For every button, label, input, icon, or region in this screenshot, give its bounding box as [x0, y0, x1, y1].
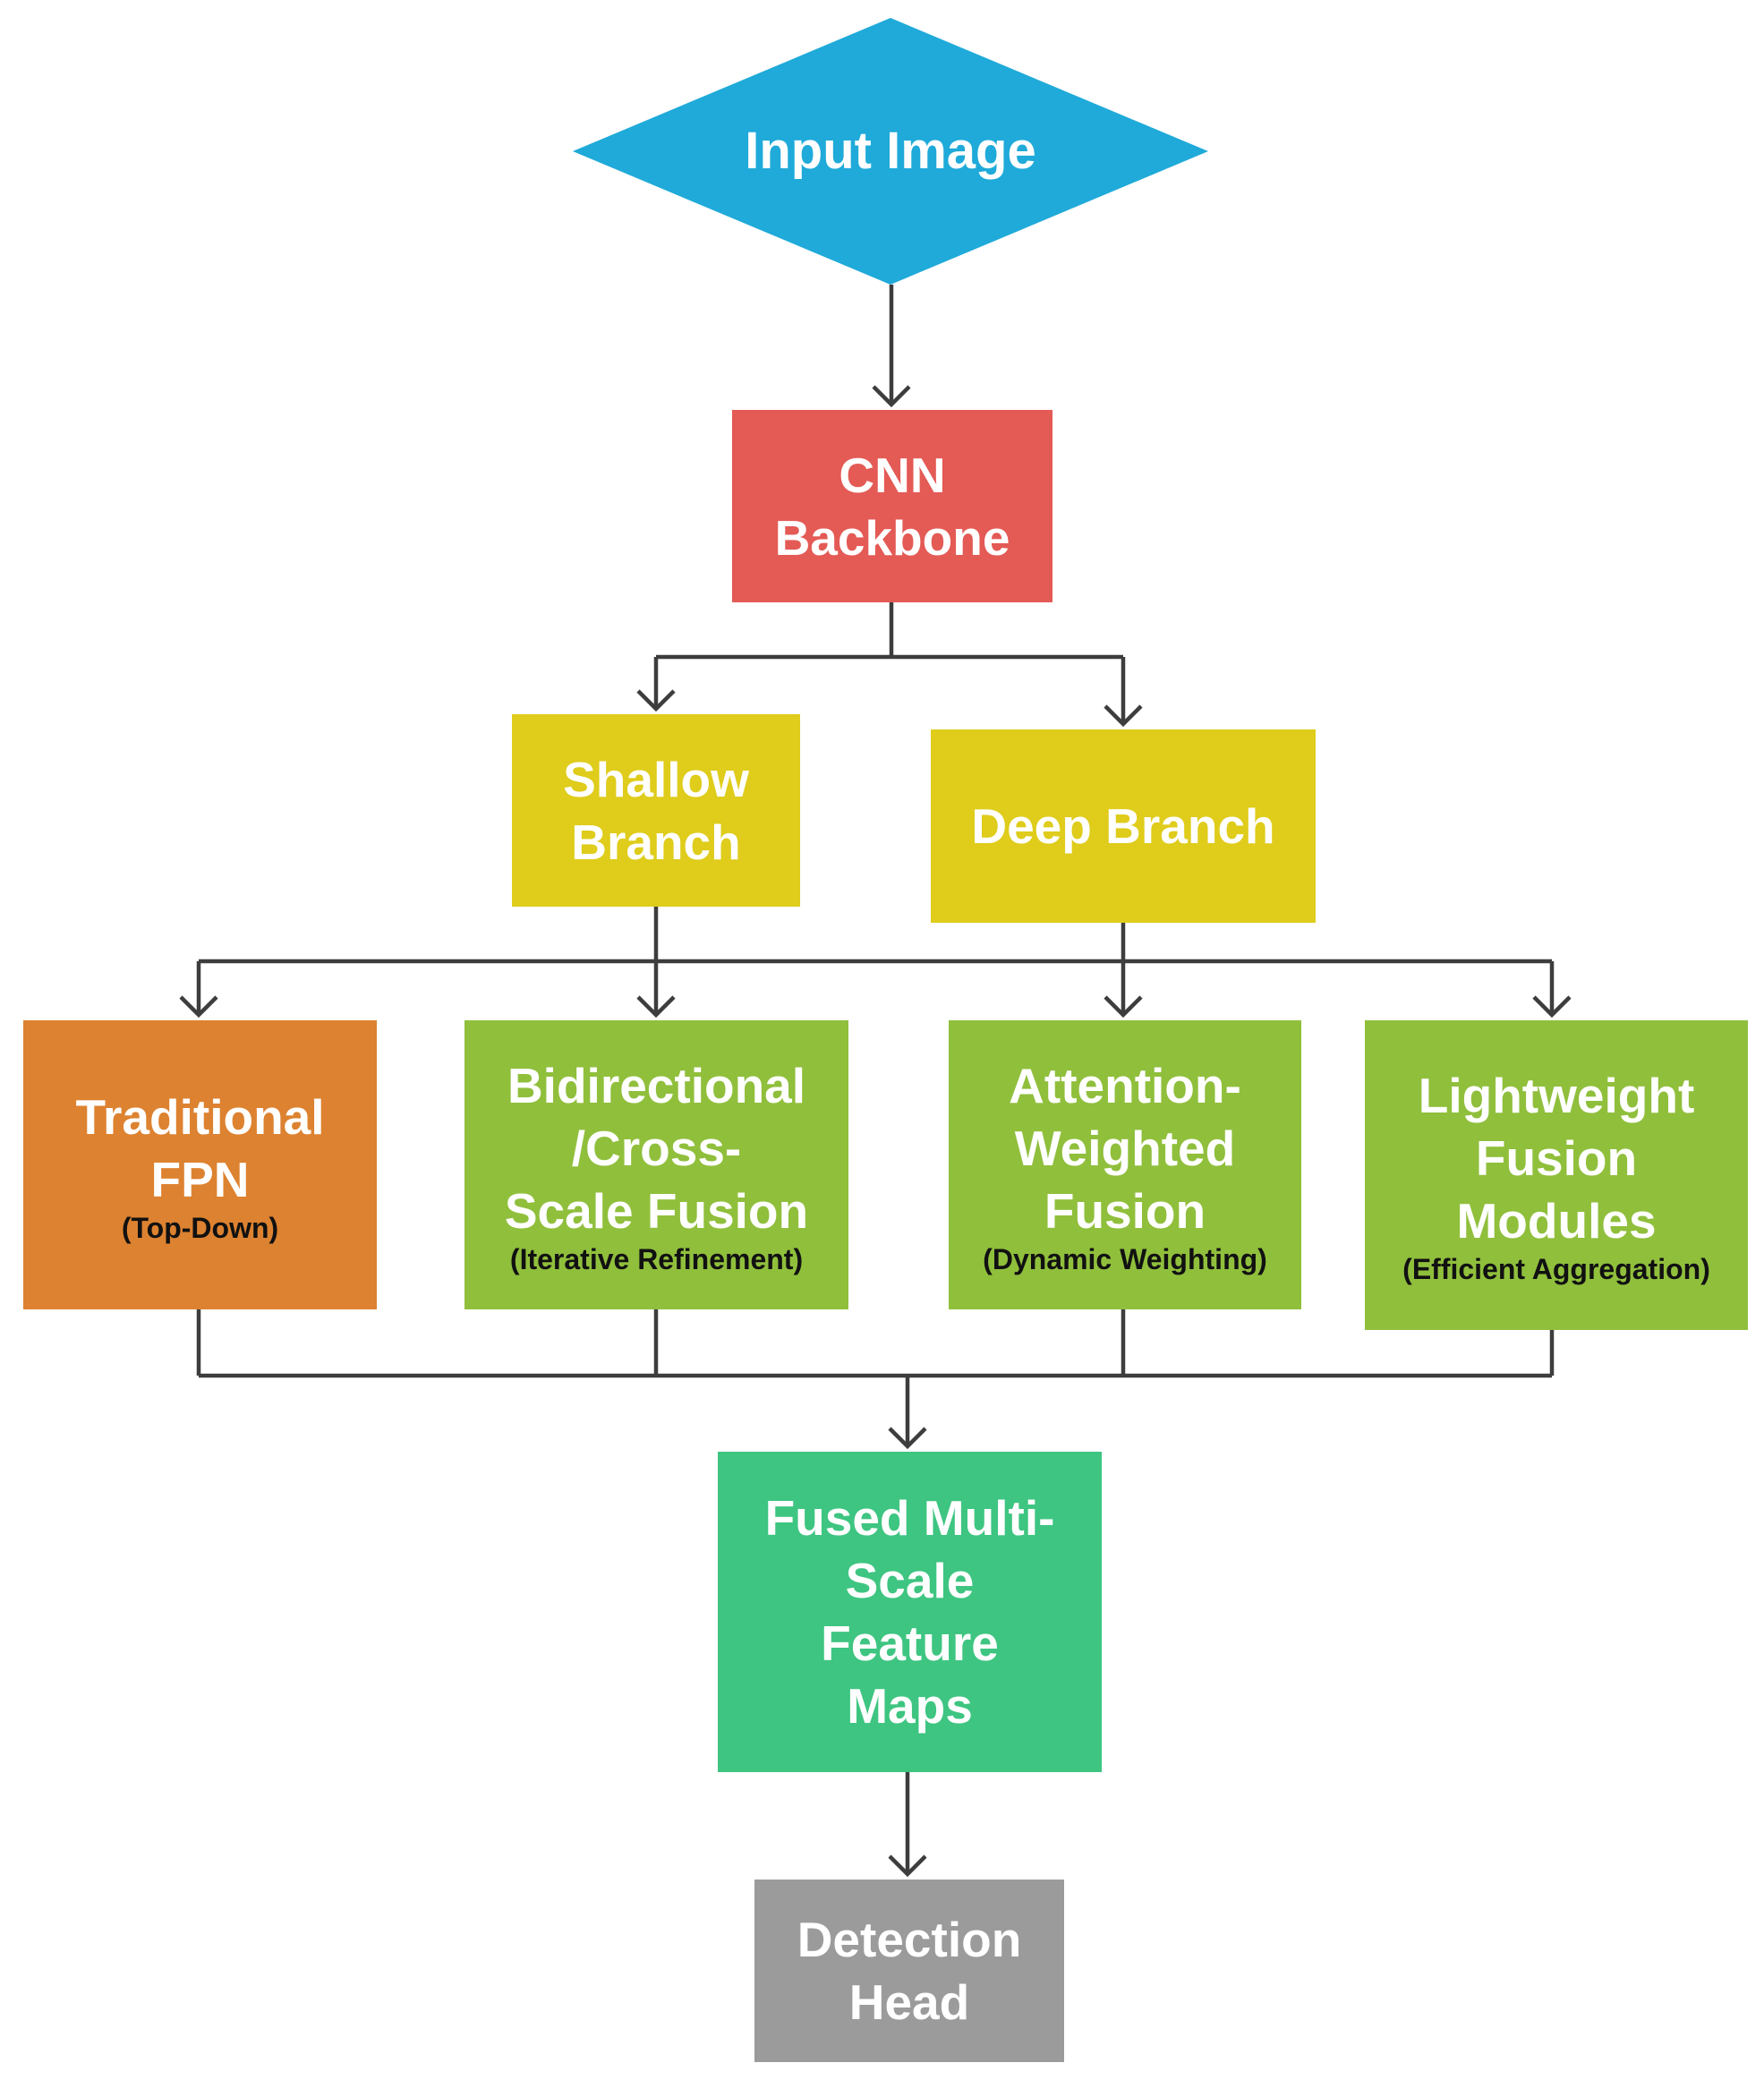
- cnn-backbone-line-1: CNN: [839, 447, 946, 503]
- input-image-label: Input Image: [745, 122, 1036, 180]
- lightweight-fusion-line-1: Lightweight: [1418, 1068, 1695, 1123]
- shallow-branch-line-2: Branch: [571, 814, 741, 870]
- deep-branch-label: Deep Branch: [971, 798, 1275, 854]
- input-image-node: Input Image: [573, 18, 1208, 285]
- traditional-fpn-note: (Top-Down): [121, 1211, 279, 1244]
- edge-branches-fusion: [196, 907, 1555, 1015]
- fused-maps-line-1: Fused Multi-: [764, 1490, 1055, 1546]
- traditional-fpn-line-1: Traditional: [75, 1088, 325, 1145]
- deep-branch-node: Deep Branch: [931, 729, 1316, 923]
- shallow-branch-node: Shallow Branch: [512, 714, 800, 907]
- detection-head-node: Detection Head: [754, 1880, 1064, 2062]
- lightweight-fusion-note: (Efficient Aggregation): [1402, 1253, 1710, 1285]
- diamond-shape: [573, 18, 1208, 285]
- attention-fusion-line-2: Weighted: [1014, 1120, 1236, 1176]
- arrowhead-bidir: [636, 995, 676, 1019]
- attention-fusion-line-3: Fusion: [1044, 1182, 1206, 1239]
- lightweight-fusion-node: Lightweight Fusion Modules (Efficient Ag…: [1365, 1020, 1748, 1330]
- lightweight-fusion-line-2: Fusion: [1475, 1130, 1638, 1186]
- traditional-fpn-line-2: FPN: [150, 1151, 250, 1207]
- cnn-backbone-line-2: Backbone: [774, 509, 1010, 566]
- fused-maps-line-3: Feature: [821, 1615, 999, 1671]
- bidirectional-fusion-line-2: /Cross-: [571, 1120, 742, 1176]
- edge-fusion-merge: [196, 1309, 1555, 1446]
- arrowhead-head: [888, 1854, 927, 1878]
- arrowhead-deep: [1104, 704, 1143, 728]
- arrowhead-light: [1532, 995, 1572, 1019]
- lightweight-fusion-line-3: Modules: [1456, 1193, 1657, 1249]
- arrowhead-cnn: [872, 385, 911, 408]
- traditional-fpn-node: Traditional FPN (Top-Down): [23, 1020, 377, 1309]
- fused-maps-line-2: Scale: [845, 1553, 975, 1608]
- bidirectional-fusion-line-1: Bidirectional: [507, 1057, 806, 1113]
- arrowhead-fused: [888, 1427, 927, 1450]
- bidirectional-fusion-node: Bidirectional /Cross- Scale Fusion (Iter…: [464, 1020, 848, 1309]
- cnn-backbone-node: CNN Backbone: [732, 410, 1052, 602]
- attention-fusion-line-1: Attention-: [1009, 1057, 1241, 1113]
- shallow-branch-line-1: Shallow: [563, 751, 749, 807]
- bidirectional-fusion-note: (Iterative Refinement): [509, 1242, 804, 1275]
- attention-fusion-note: (Dynamic Weighting): [983, 1242, 1267, 1275]
- attention-weighted-fusion-node: Attention- Weighted Fusion (Dynamic Weig…: [949, 1020, 1301, 1309]
- arrowhead-shallow: [636, 689, 676, 712]
- fused-feature-maps-node: Fused Multi- Scale Feature Maps: [718, 1452, 1102, 1772]
- fused-maps-line-4: Maps: [847, 1678, 973, 1734]
- detection-head-line-2: Head: [848, 1974, 970, 2030]
- detection-head-line-1: Detection: [797, 1912, 1022, 1967]
- arrowhead-attn: [1104, 995, 1143, 1019]
- edge-cnn-branches: [653, 602, 1126, 724]
- arrowhead-fpn: [179, 995, 218, 1019]
- bidirectional-fusion-line-3: Scale Fusion: [504, 1182, 809, 1239]
